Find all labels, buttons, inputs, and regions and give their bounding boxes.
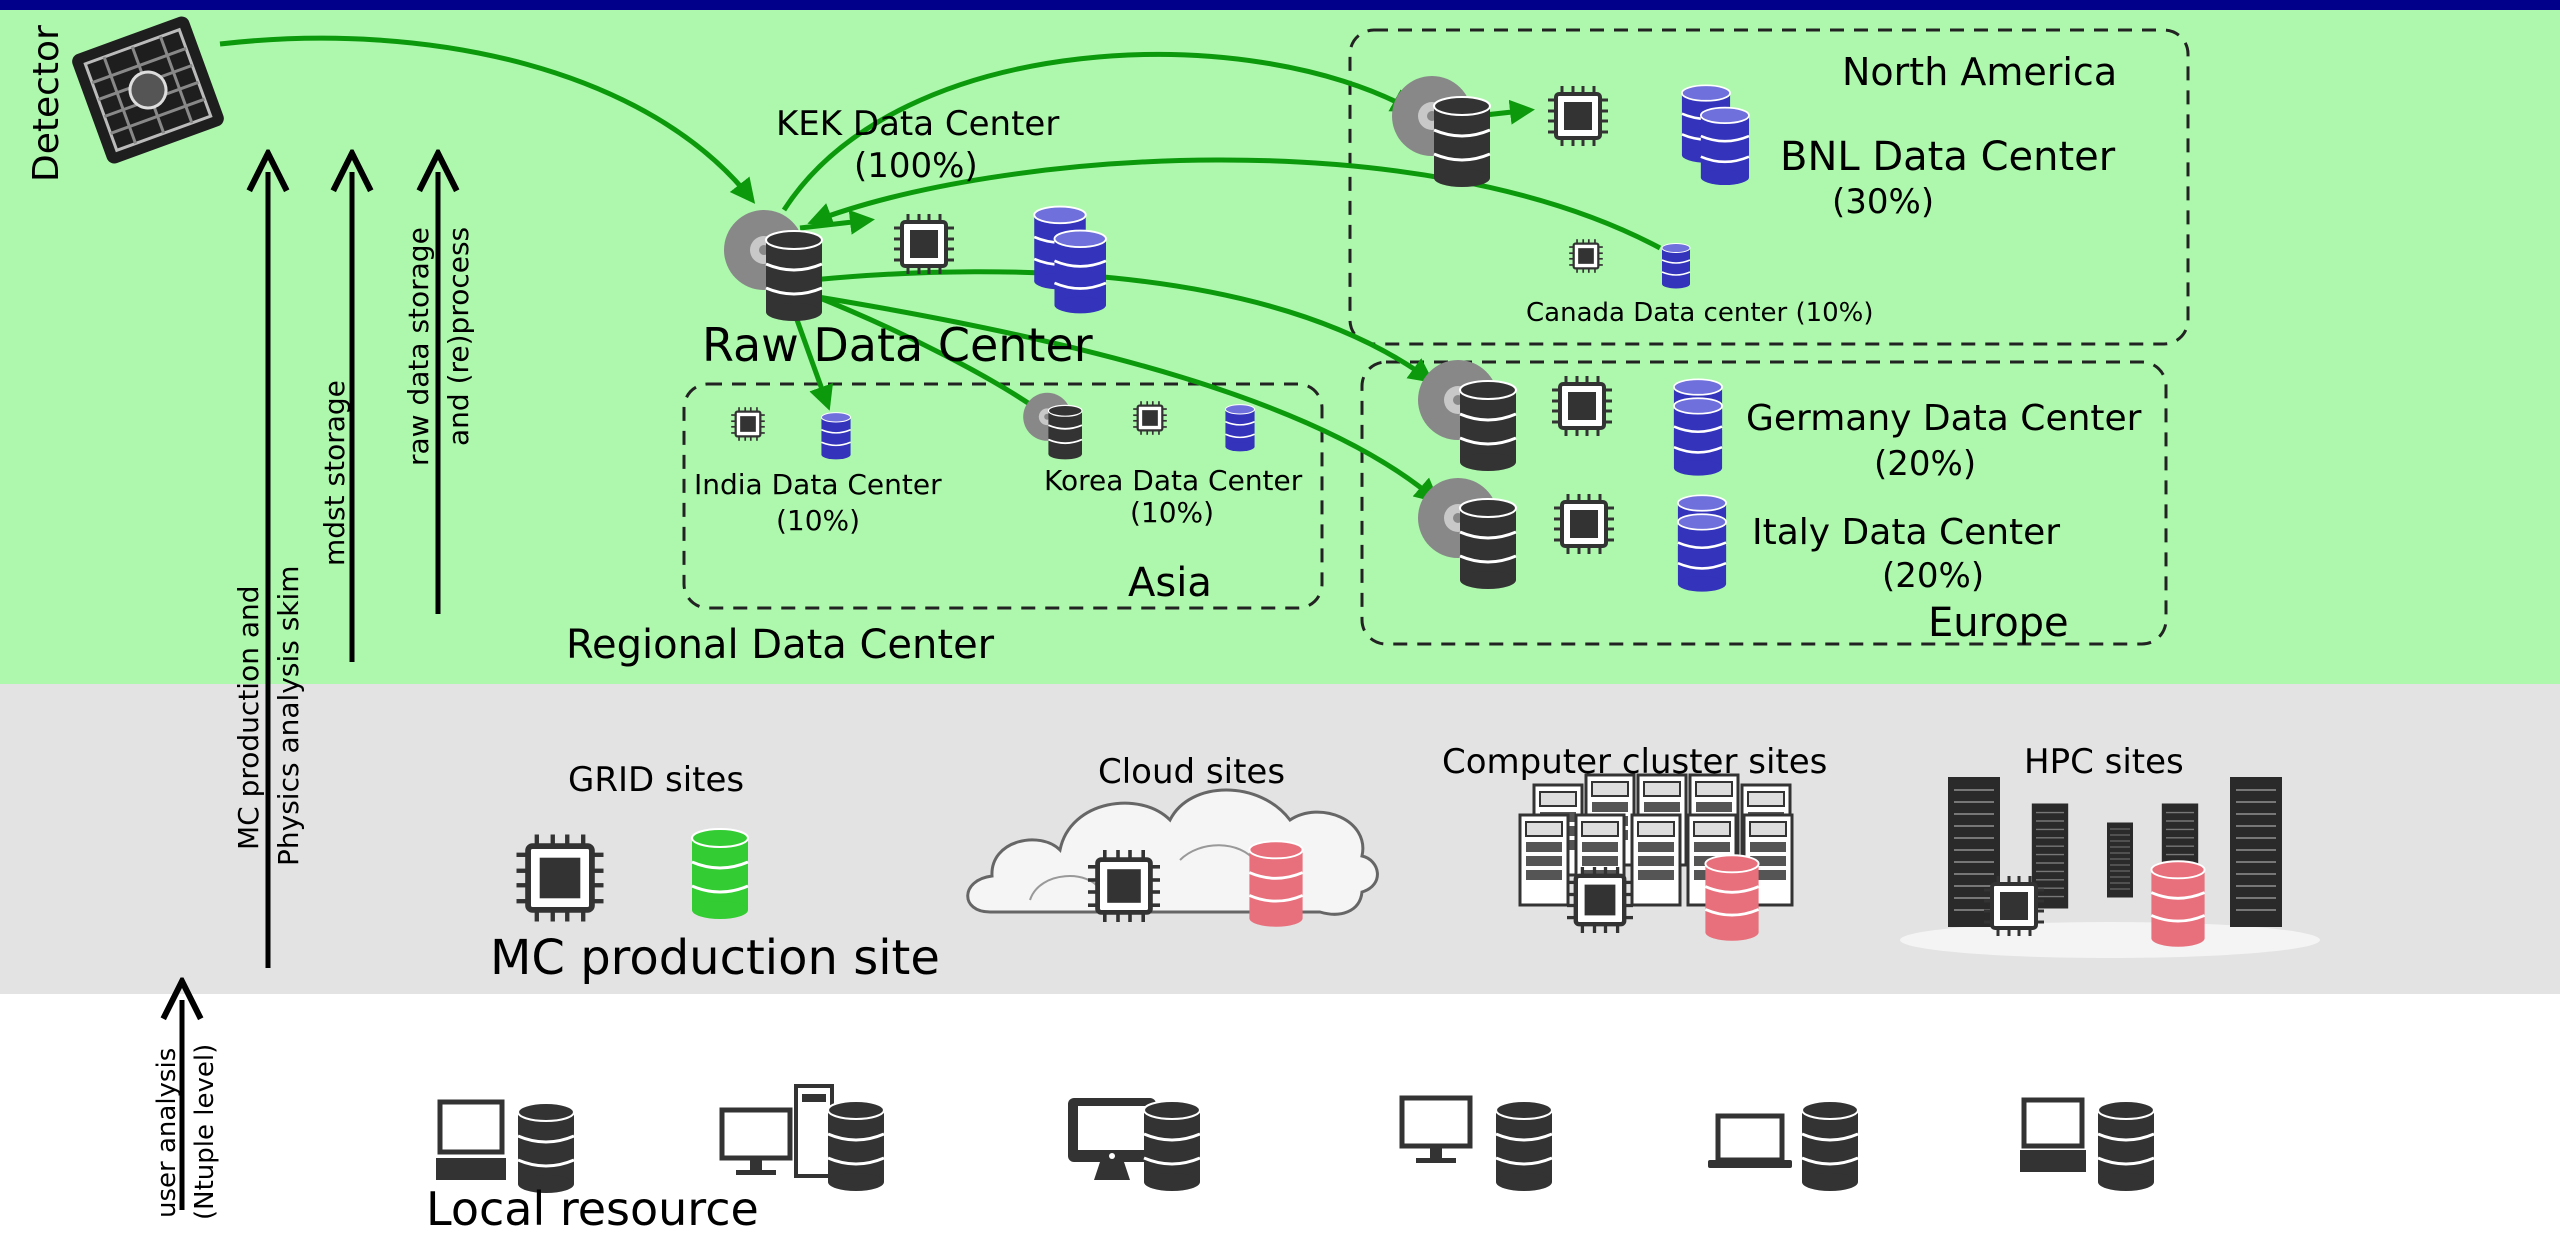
hpc-towers-icon bbox=[1900, 776, 2320, 958]
canada-label: Canada Data center (10%) bbox=[1526, 298, 1874, 328]
raw-flow-label-line2: and (re)process bbox=[442, 226, 475, 446]
arrow-kek-to-canada bbox=[807, 157, 1662, 251]
italy-disk-icon bbox=[1418, 478, 1516, 589]
hpc-sites-label: HPC sites bbox=[2024, 742, 2184, 782]
top-bar bbox=[0, 0, 2560, 10]
user-flow-label-line2: (Ntuple level) bbox=[190, 1043, 220, 1220]
regional-data-center-caption: Regional Data Center bbox=[566, 622, 995, 668]
mc-production-caption: MC production site bbox=[490, 930, 940, 986]
cloud-database-icon bbox=[1247, 839, 1305, 929]
bnl-share: (30%) bbox=[1832, 182, 1935, 222]
germany-disk-icon bbox=[1418, 360, 1516, 471]
cluster-sites-label: Computer cluster sites bbox=[1442, 742, 1828, 782]
kek-share: (100%) bbox=[854, 146, 978, 186]
grid-sites-label: GRID sites bbox=[568, 760, 745, 800]
italy-name: Italy Data Center bbox=[1752, 512, 2061, 553]
local-workstation-icon bbox=[722, 1084, 886, 1193]
germany-cpu-icon bbox=[1550, 374, 1614, 438]
cloud-cpu-icon bbox=[1088, 850, 1160, 922]
hpc-cpu-icon bbox=[1982, 874, 2046, 938]
local-imac-icon bbox=[1068, 1098, 1202, 1193]
cloud-sites-label: Cloud sites bbox=[1098, 752, 1286, 792]
india-name: India Data Center bbox=[694, 468, 942, 501]
local-laptop-icon bbox=[1708, 1099, 1860, 1193]
germany-share: (20%) bbox=[1874, 444, 1977, 484]
bnl-name: BNL Data Center bbox=[1780, 134, 2116, 180]
grid-cpu-icon bbox=[517, 835, 604, 922]
asia-box bbox=[682, 382, 1324, 610]
raw-flow-label-line1: raw data storage bbox=[402, 227, 435, 466]
germany-name: Germany Data Center bbox=[1746, 398, 2142, 439]
korea-cpu-icon bbox=[1132, 400, 1168, 436]
kek-database-icon bbox=[1032, 205, 1108, 315]
mdst-flow-label: mdst storage bbox=[318, 380, 351, 566]
india-share: (10%) bbox=[776, 504, 861, 537]
europe-box bbox=[1360, 360, 2168, 646]
hpc-database-icon bbox=[2149, 859, 2207, 949]
north-america-box bbox=[1348, 28, 2190, 346]
detector-label: Detector bbox=[26, 25, 67, 182]
korea-name: Korea Data Center bbox=[1044, 464, 1303, 497]
arrow-kek-to-italy bbox=[811, 293, 1440, 504]
canada-database-icon bbox=[1661, 242, 1691, 290]
italy-cpu-icon bbox=[1552, 492, 1616, 556]
europe-title: Europe bbox=[1928, 600, 2069, 646]
india-cpu-icon bbox=[730, 406, 766, 442]
arrow-kek-to-kek-cpu bbox=[799, 209, 875, 235]
canada-cpu-icon bbox=[1568, 238, 1604, 274]
arrow-kek-to-bnl bbox=[781, 51, 1417, 212]
cluster-cpu-icon bbox=[1567, 867, 1633, 933]
raw-data-center-caption: Raw Data Center bbox=[702, 318, 1093, 372]
mc-flow-label-line2: Physics analysis skim bbox=[272, 565, 305, 866]
local-resource-caption: Local resource bbox=[426, 1182, 759, 1236]
north-america-title: North America bbox=[1842, 50, 2118, 94]
cloud-icon bbox=[966, 788, 1379, 916]
mc-flow-label-line1: MC production and bbox=[232, 585, 265, 850]
kek-title: KEK Data Center bbox=[776, 104, 1060, 144]
arrow-kek-to-india bbox=[789, 305, 833, 411]
korea-share: (10%) bbox=[1130, 496, 1215, 529]
user-flow-label-line1: user analysis bbox=[152, 1047, 182, 1218]
local-desktop-2-icon bbox=[2020, 1097, 2156, 1193]
bnl-database-icon bbox=[1680, 84, 1751, 187]
local-desktop-1-icon bbox=[436, 1099, 576, 1195]
korea-database-icon bbox=[1224, 403, 1256, 453]
kek-cpu-icon bbox=[892, 212, 956, 276]
germany-database-icon bbox=[1672, 378, 1724, 477]
data-center-band bbox=[0, 10, 2560, 684]
arrow-detector-to-kek bbox=[219, 35, 756, 204]
bnl-cpu-icon bbox=[1546, 84, 1610, 148]
italy-share: (20%) bbox=[1882, 556, 1985, 596]
korea-disk-icon bbox=[1023, 393, 1082, 460]
india-database-icon bbox=[820, 411, 852, 461]
local-monitor-icon bbox=[1402, 1098, 1554, 1193]
detector-icon bbox=[72, 16, 224, 164]
grid-database-icon bbox=[690, 827, 750, 921]
cluster-database-icon bbox=[1703, 853, 1761, 943]
italy-database-icon bbox=[1676, 494, 1728, 593]
arrow-kek-to-germany bbox=[811, 269, 1435, 383]
asia-title: Asia bbox=[1128, 560, 1212, 606]
